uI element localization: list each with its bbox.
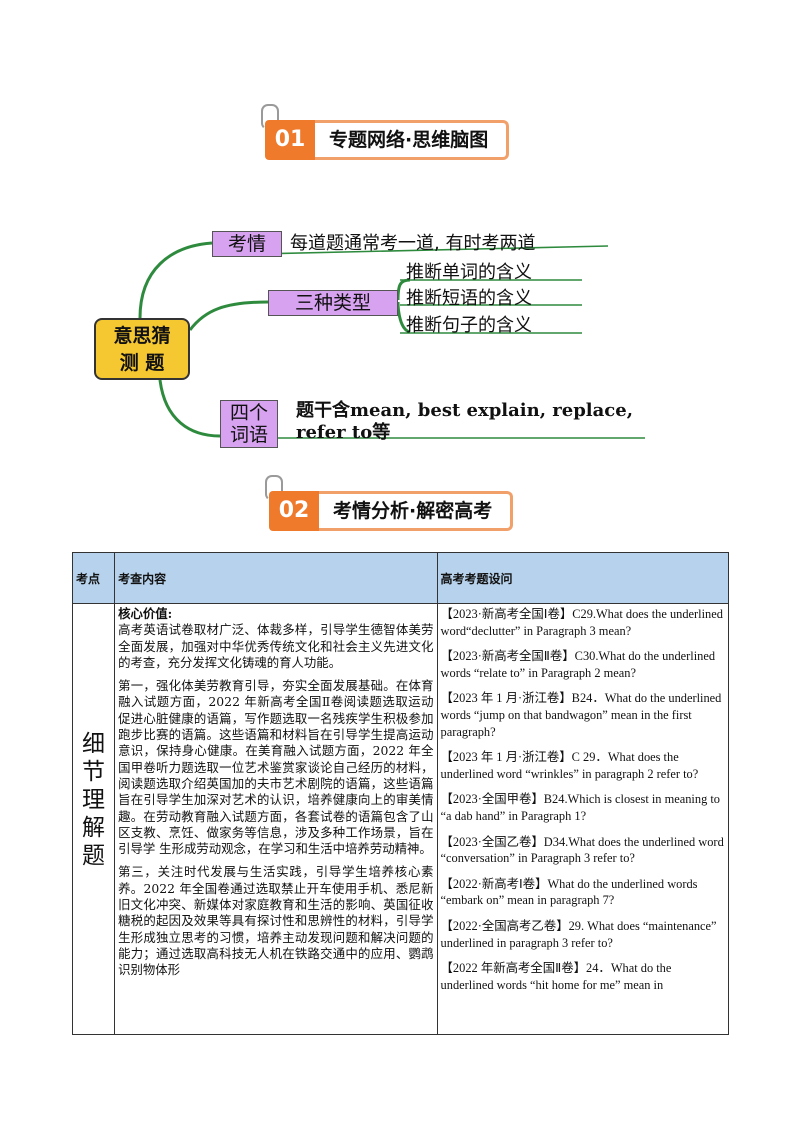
question-item: 【2023 年 1 月·浙江卷】C 29．What does the under… <box>440 750 699 781</box>
question-item: 【2023·全国乙卷】D34.What does the underlined … <box>440 834 724 866</box>
section-number: 01 <box>265 120 315 160</box>
question-item: 【2022·新高考Ⅰ卷】What do the underlined words… <box>440 876 698 908</box>
question-item: 【2022·全国高考乙卷】29. What does “maintenance”… <box>440 918 717 950</box>
section-banner-1: 01 专题网络·思维脑图 <box>261 104 533 162</box>
content-paragraph: 高考英语试卷取材广泛、体裁多样，引导学生德智体美劳全面发展，加强对中华优秀传统文… <box>118 622 434 670</box>
question-item: 【2023 年 1 月·浙江卷】B24．What do the underlin… <box>440 691 722 739</box>
node-three-types: 三种类型 <box>268 290 398 316</box>
node-four-words-line-1: 四个 <box>229 402 268 424</box>
root-line-2: 测 题 <box>119 352 165 374</box>
question-item: 【2022 年新高考全国Ⅱ卷】24．What do the underlined… <box>440 961 672 992</box>
clip-icon <box>261 104 279 130</box>
leaf-kaoqing-detail: 每道题通常考一道, 有时考两道 <box>290 233 536 254</box>
node-four-words-line-2: 词语 <box>229 424 268 446</box>
node-kaoqing: 考情 <box>212 231 282 257</box>
clip-icon <box>265 475 283 501</box>
root-line-1: 意思猜 <box>113 325 171 347</box>
section-title: 考情分析·解密高考 <box>319 491 514 531</box>
question-item: 【2023·全国甲卷】B24.Which is closest in meani… <box>440 792 720 823</box>
leaf-type-word: 推断单词的含义 <box>406 262 532 283</box>
category-char: 理 <box>82 787 106 813</box>
category-char: 解 <box>82 815 106 841</box>
content-cell: 核心价值: 高考英语试卷取材广泛、体裁多样，引导学生德智体美劳全面发展，加强对中… <box>114 603 438 1035</box>
exam-analysis-table: 考点 考查内容 高考考题设问 细 节 理 解 题 核心价值: 高考英语试卷取材广… <box>71 552 730 1035</box>
header-questions: 高考考题设问 <box>436 552 730 604</box>
content-heading: 核心价值: <box>118 606 173 621</box>
section-number: 02 <box>269 491 319 531</box>
question-item: 【2023·新高考全国Ⅰ卷】C29.What does the underlin… <box>440 607 723 638</box>
category-char: 题 <box>82 843 106 869</box>
leaf-type-phrase: 推断短语的含义 <box>406 288 532 309</box>
category-char: 节 <box>82 759 106 785</box>
questions-cell: 【2023·新高考全国Ⅰ卷】C29.What does the underlin… <box>436 603 730 1035</box>
content-paragraph: 第三，关注时代发展与生活实践，引导学生培养核心素养。2022 年全国卷通过选取禁… <box>118 864 434 978</box>
header-kaodian: 考点 <box>71 552 116 604</box>
leaf-four-words-detail-2: refer to等 <box>296 422 391 443</box>
category-cell: 细 节 理 解 题 <box>71 603 116 1035</box>
leaf-type-sentence: 推断句子的含义 <box>406 315 532 336</box>
category-char: 细 <box>82 731 106 757</box>
node-four-words: 四个 词语 <box>220 400 278 448</box>
leaf-four-words-detail-1: 题干含mean, best explain, replace, <box>296 400 633 421</box>
mindmap-connectors <box>138 241 645 439</box>
content-paragraph: 第一，强化体美劳教育引导，夯实全面发展基础。在体育融入试题方面，2022 年新高… <box>118 678 434 857</box>
question-item: 【2023·新高考全国Ⅱ卷】C30.What do the underlined… <box>440 649 716 680</box>
section-title: 专题网络·思维脑图 <box>315 120 510 160</box>
mindmap-root: 意思猜 测 题 <box>94 318 190 380</box>
section-banner-2: 02 考情分析·解密高考 <box>265 475 537 533</box>
header-content: 考查内容 <box>114 552 438 604</box>
table-header-row: 考点 考查内容 高考考题设问 <box>71 552 730 604</box>
table-row: 细 节 理 解 题 核心价值: 高考英语试卷取材广泛、体裁多样，引导学生德智体美… <box>71 603 730 1035</box>
